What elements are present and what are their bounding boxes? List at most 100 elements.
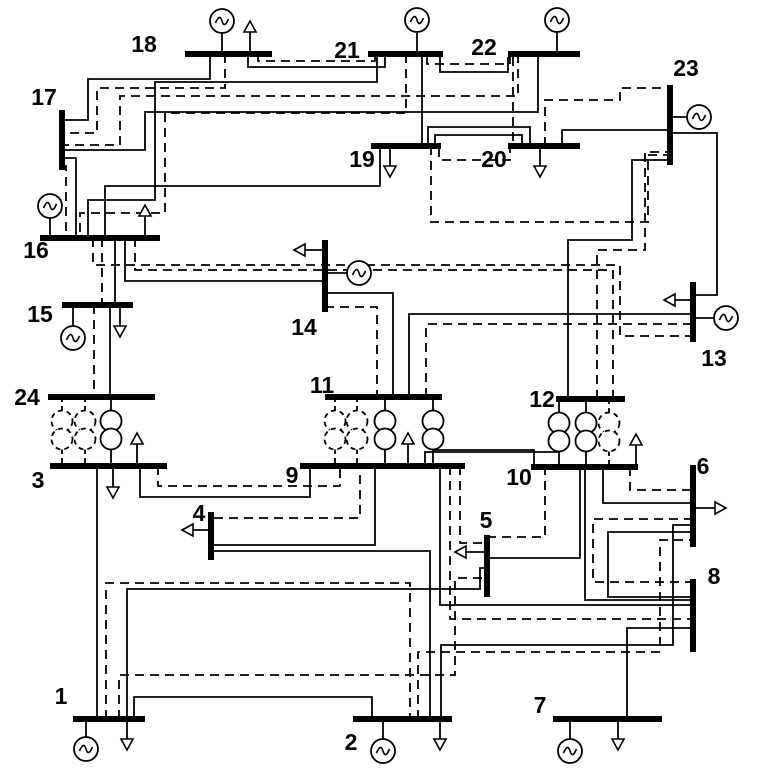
- bus-label-4: 4: [193, 500, 206, 526]
- bus-label-11: 11: [310, 372, 335, 398]
- transformer-icon: [421, 427, 445, 451]
- generator-sine-glyph: [409, 15, 425, 25]
- bus-label-19: 19: [349, 146, 375, 172]
- transmission-line-dashed-58: [430, 146, 670, 223]
- transmission-line-solid-38: [607, 531, 693, 598]
- load-arrow-icon: [610, 738, 626, 752]
- load-arrow-icon: [532, 165, 548, 179]
- transformer-icon: [597, 429, 621, 453]
- load-arrow-icon: [453, 544, 467, 560]
- transmission-line-dashed-53: [487, 467, 546, 538]
- transformer-icon: [50, 409, 74, 433]
- generator-sine-glyph: [718, 313, 734, 323]
- transmission-line-dashed-60: [459, 466, 487, 544]
- bus-label-7: 7: [534, 692, 547, 718]
- bus-label-16: 16: [23, 237, 49, 263]
- transmission-line-solid-34: [408, 313, 693, 397]
- bus-label-14: 14: [291, 314, 317, 340]
- transmission-line-solid-33: [433, 449, 535, 467]
- transmission-line-dashed-39: [592, 518, 693, 583]
- bus-label-17: 17: [31, 84, 57, 110]
- transmission-line-dashed-2: [62, 54, 226, 134]
- load-arrow-icon: [112, 325, 128, 339]
- bus-label-12: 12: [529, 386, 555, 412]
- transmission-line-solid-1: [62, 54, 211, 121]
- generator-sine-glyph: [214, 16, 230, 26]
- transmission-line-solid-30: [87, 54, 378, 238]
- bus-label-2: 2: [345, 729, 358, 755]
- generator-sine-glyph: [549, 15, 565, 25]
- transmission-line-solid-11: [104, 146, 381, 238]
- transmission-line-solid-42: [584, 467, 693, 601]
- bus-label-18: 18: [131, 31, 157, 57]
- transmission-line-solid-15: [561, 129, 670, 146]
- transformer-icon: [574, 429, 598, 453]
- transmission-line-solid-18: [567, 159, 670, 399]
- load-arrow-icon: [662, 292, 676, 308]
- transmission-line-solid-23: [124, 238, 325, 282]
- transformer-icon: [73, 409, 97, 433]
- transmission-line-solid-52: [440, 524, 693, 719]
- transmission-line-solid-21: [325, 292, 394, 397]
- transmission-line-dashed-19: [596, 151, 670, 399]
- bus-label-3: 3: [32, 467, 45, 493]
- transmission-line-dashed-49: [105, 582, 411, 719]
- load-arrow-icon: [714, 500, 728, 516]
- generator-sine-glyph: [42, 201, 58, 211]
- transmission-line-dashed-4: [257, 54, 376, 62]
- transformer-icon: [323, 427, 347, 451]
- transformer-icon: [73, 427, 97, 451]
- generator-sine-glyph: [691, 112, 707, 122]
- generator-sine-glyph: [375, 746, 391, 756]
- load-arrow-icon: [119, 738, 135, 752]
- transmission-line-solid-12: [427, 126, 531, 146]
- transmission-line-solid-9: [62, 157, 77, 238]
- transmission-line-solid-44: [214, 550, 431, 719]
- load-arrow-icon: [292, 242, 306, 258]
- transmission-line-solid-54: [487, 467, 581, 559]
- bus-label-24: 24: [14, 384, 40, 410]
- bus-label-13: 13: [701, 345, 727, 371]
- load-arrow-icon: [400, 431, 416, 445]
- transformer-icon: [50, 427, 74, 451]
- bus-label-10: 10: [506, 464, 532, 490]
- transmission-line-solid-45: [214, 466, 376, 546]
- transmission-line-dashed-16: [544, 87, 670, 146]
- generator-sine-glyph: [78, 744, 94, 754]
- load-arrow-icon: [180, 522, 194, 538]
- bus-label-20: 20: [481, 146, 507, 172]
- load-arrow-icon: [382, 165, 398, 179]
- transmission-line-solid-36: [602, 467, 693, 504]
- generator-sine-glyph: [562, 746, 578, 756]
- transmission-line-solid-32: [424, 451, 559, 466]
- transmission-line-dashed-25: [134, 238, 614, 399]
- transformer-icon: [373, 427, 397, 451]
- transmission-line-solid-8: [62, 54, 539, 151]
- load-arrow-icon: [628, 432, 644, 446]
- transformer-icon: [345, 409, 369, 433]
- bus-label-5: 5: [480, 507, 493, 533]
- transmission-line-dashed-46: [118, 577, 487, 719]
- transmission-line-dashed-24: [92, 238, 693, 337]
- transmission-line-dashed-56: [157, 466, 341, 487]
- generator-sine-glyph: [351, 268, 367, 278]
- bus-label-8: 8: [708, 563, 721, 589]
- generator-sine-glyph: [65, 333, 81, 343]
- load-arrow-icon: [242, 19, 258, 33]
- transmission-line-solid-50: [126, 567, 487, 719]
- load-arrow-icon: [129, 431, 145, 445]
- bus-label-22: 22: [471, 34, 497, 60]
- transmission-line-solid-40: [626, 627, 693, 719]
- transmission-line-dashed-6: [426, 57, 511, 65]
- bus-label-23: 23: [673, 55, 699, 81]
- transmission-line-dashed-10: [62, 165, 67, 238]
- transmission-line-dashed-37: [629, 467, 693, 491]
- load-arrow-icon: [105, 486, 121, 500]
- transformer-icon: [547, 429, 571, 453]
- transmission-line-dashed-7: [62, 54, 519, 146]
- transformer-icon: [99, 427, 123, 451]
- transmission-line-dashed-55: [214, 466, 361, 519]
- bus-label-21: 21: [334, 37, 360, 63]
